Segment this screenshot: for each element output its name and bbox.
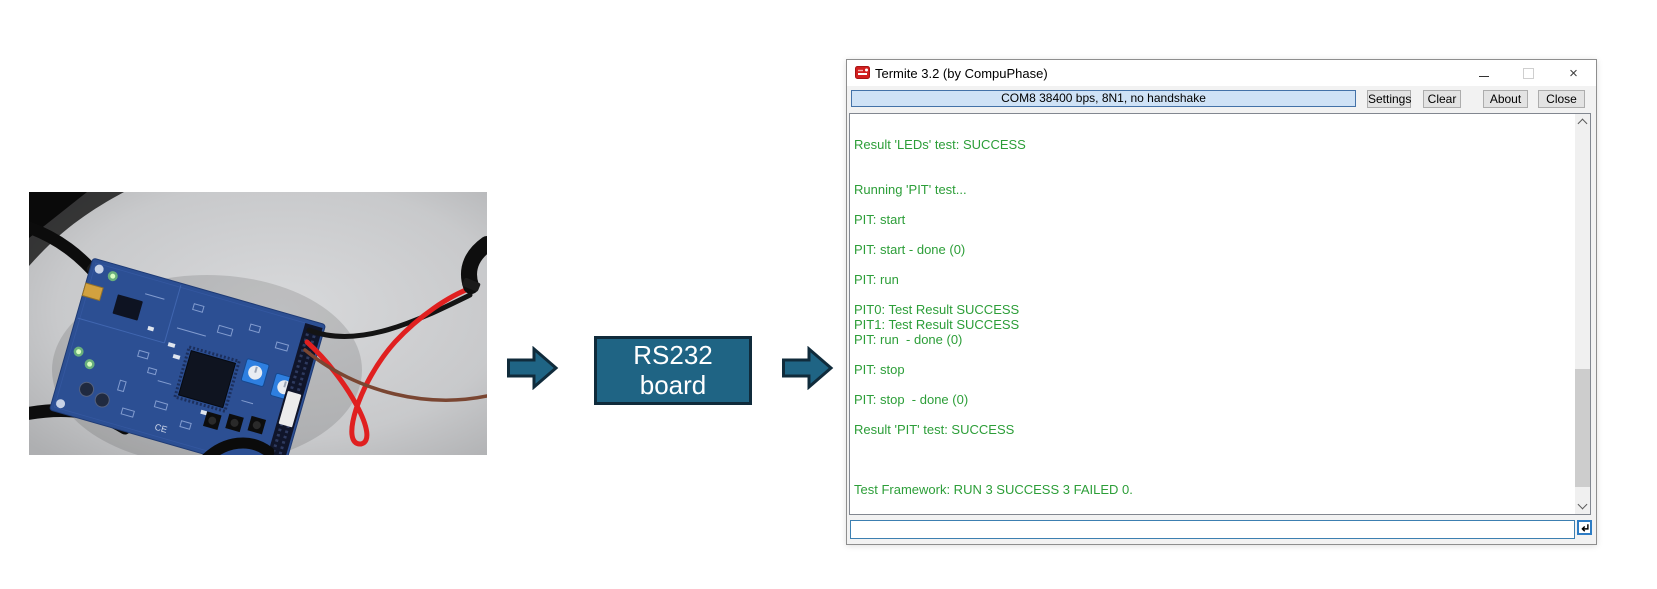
termite-window: Termite 3.2 (by CompuPhase) × COM8 38400… <box>846 59 1597 545</box>
rs232-label-line1: RS232 <box>633 340 713 370</box>
scroll-down-button[interactable] <box>1575 498 1590 514</box>
terminal-line <box>854 167 1572 182</box>
termite-app-icon <box>855 66 870 79</box>
toolbar: COM8 38400 bps, 8N1, no handshake Settin… <box>847 86 1596 113</box>
terminal-line <box>854 377 1572 392</box>
header-label <box>278 391 302 428</box>
push-buttons <box>203 411 267 435</box>
close-button[interactable]: Close <box>1538 90 1585 108</box>
terminal-line: Test Framework: RUN 3 SUCCESS 3 FAILED 0… <box>854 482 1133 497</box>
terminal-line <box>854 197 1572 212</box>
terminal-output: Result 'LEDs' test: SUCCESS Running 'PIT'… <box>854 122 1572 497</box>
green-leds <box>73 271 118 370</box>
terminal-line: PIT: start - done (0) <box>854 242 966 257</box>
terminal-line <box>854 287 1572 302</box>
capacitor <box>94 392 110 408</box>
terminal-line: Running 'PIT' test... <box>854 182 967 197</box>
clear-button[interactable]: Clear <box>1423 90 1461 108</box>
terminal-line <box>854 407 1572 422</box>
terminal-line <box>854 257 1572 272</box>
terminal-line: PIT: run <box>854 272 899 287</box>
trimpot <box>240 358 270 387</box>
terminal-line <box>854 227 1572 242</box>
terminal-line: PIT0: Test Result SUCCESS <box>854 302 1020 317</box>
maximize-icon <box>1523 67 1534 79</box>
terminal-line: PIT: start <box>854 212 906 227</box>
terminal-line <box>854 122 1572 137</box>
mini-usb-connector <box>81 282 104 302</box>
mount-hole <box>94 264 104 274</box>
vertical-scrollbar[interactable] <box>1575 114 1590 514</box>
minimize-button[interactable] <box>1461 60 1506 86</box>
about-button[interactable]: About <box>1483 90 1528 108</box>
terminal-line <box>854 347 1572 362</box>
flow-arrow-1 <box>507 345 559 391</box>
board-photo-art: CE <box>18 192 495 477</box>
terminal-line: Result 'LEDs' test: SUCCESS <box>854 137 1026 152</box>
enter-icon <box>1581 523 1589 532</box>
send-button[interactable] <box>1577 520 1592 535</box>
terminal-line <box>854 152 1572 167</box>
terminal-line: PIT: run - done (0) <box>854 332 963 347</box>
scrollbar-thumb[interactable] <box>1575 369 1590 487</box>
maximize-button[interactable] <box>1506 60 1551 86</box>
terminal-line: PIT: stop - done (0) <box>854 392 969 407</box>
corner-cable-dark <box>29 192 87 238</box>
flow-arrow-2 <box>782 345 834 391</box>
window-title: Termite 3.2 (by CompuPhase) <box>875 66 1048 81</box>
terminal-line: Result 'PIT' test: SUCCESS <box>854 422 1015 437</box>
silkscreen <box>116 293 290 430</box>
capacitor <box>79 381 95 397</box>
terminal-area: Result 'LEDs' test: SUCCESS Running 'PIT'… <box>849 113 1591 515</box>
scroll-down-icon <box>1577 499 1588 510</box>
port-status-box[interactable]: COM8 38400 bps, 8N1, no handshake <box>851 90 1356 107</box>
terminal-line: PIT: stop <box>854 362 905 377</box>
mount-hole <box>56 399 66 409</box>
ce-marking: CE <box>154 422 169 435</box>
scroll-up-icon <box>1577 118 1588 129</box>
board-photo: CE <box>18 192 495 477</box>
red-jumper-wire <box>304 285 474 447</box>
black-jumper-wire <box>306 292 473 340</box>
title-bar[interactable]: Termite 3.2 (by CompuPhase) × <box>847 60 1596 86</box>
close-window-button[interactable]: × <box>1551 60 1596 86</box>
terminal-line: PIT1: Test Result SUCCESS <box>854 317 1020 332</box>
minimize-icon <box>1478 75 1489 77</box>
send-input[interactable] <box>850 520 1575 539</box>
smd-parts <box>147 325 208 416</box>
mcu-chip <box>177 350 237 409</box>
scroll-up-button[interactable] <box>1575 114 1590 130</box>
close-icon: × <box>1569 64 1578 82</box>
wire-connector <box>462 277 481 292</box>
settings-button[interactable]: Settings <box>1367 90 1412 108</box>
brown-jumper-wire <box>303 348 489 402</box>
terminal-line <box>854 437 1572 452</box>
rs232-label-line2: board <box>639 370 707 400</box>
stlink-chip <box>112 294 143 321</box>
terminal-line <box>854 467 1572 482</box>
rs232-board-box: RS232 board <box>594 336 752 405</box>
terminal-line <box>854 452 1572 467</box>
bottom-cable <box>199 437 275 466</box>
